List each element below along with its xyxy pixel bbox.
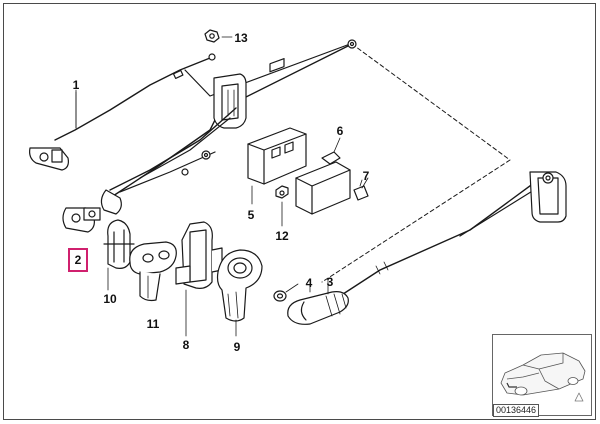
callout-label-1[interactable]: 1	[72, 78, 80, 92]
callout-label-8[interactable]: 8	[182, 338, 190, 352]
part-5-junction-box	[247, 57, 307, 205]
dashed-routing-line	[321, 43, 511, 283]
part-10-holder	[103, 219, 135, 291]
leader-line-7	[361, 177, 369, 189]
callout-label-5[interactable]: 5	[247, 208, 255, 222]
callout-label-6[interactable]: 6	[336, 124, 344, 138]
callout-label-13[interactable]: 13	[234, 31, 248, 45]
part-4-ring	[273, 283, 299, 302]
callout-label-12[interactable]: 12	[275, 229, 289, 243]
vehicle-location-thumbnail[interactable]	[492, 334, 592, 416]
part-9-boot-cover	[216, 249, 263, 337]
part-8-clamp-housing	[175, 221, 223, 337]
part-2-terminal-cable	[62, 107, 237, 233]
callout-label-11[interactable]: 11	[146, 317, 160, 331]
callout-label-9[interactable]: 9	[233, 340, 241, 354]
part-12-nut	[275, 185, 289, 227]
callout-label-2-selected[interactable]: 2	[68, 248, 88, 272]
part-7-clip	[353, 179, 369, 201]
car-outline-icon	[500, 352, 586, 402]
part-3-cable-with-boot	[287, 171, 567, 325]
diagram-frame	[3, 3, 596, 420]
callout-label-4[interactable]: 4	[305, 276, 313, 290]
callout-label-7[interactable]: 7	[362, 169, 370, 183]
part-6-cover	[295, 137, 351, 215]
callout-label-3[interactable]: 3	[326, 275, 334, 289]
diagram-code: 00136446	[493, 404, 540, 417]
callout-label-10[interactable]: 10	[103, 292, 117, 306]
part-13-nut	[204, 29, 233, 43]
part-11-grommet-plug	[129, 241, 177, 302]
